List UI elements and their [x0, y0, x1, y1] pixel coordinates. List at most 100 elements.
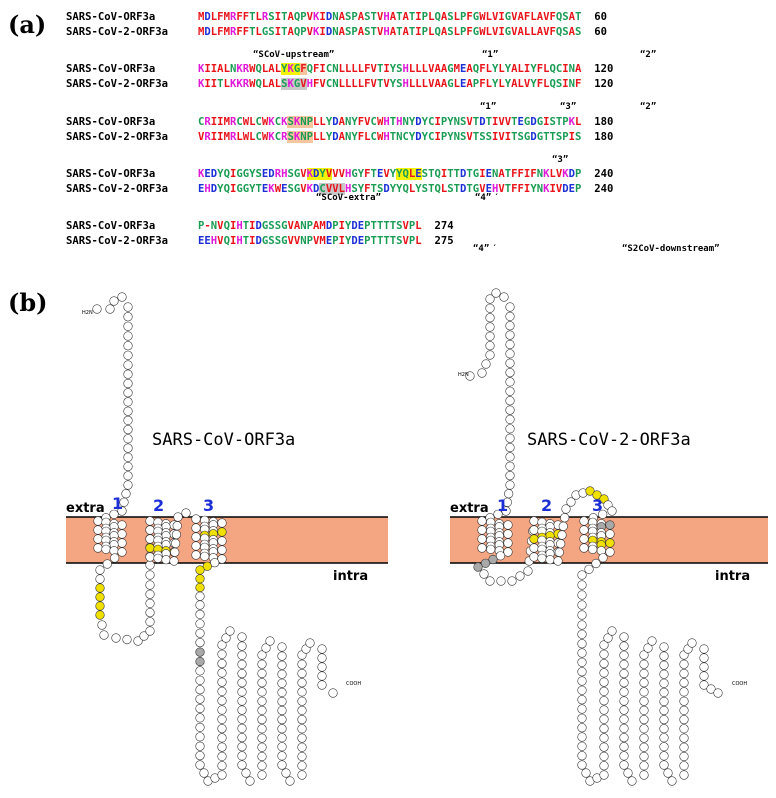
c-terminus-right: COOH [732, 681, 747, 687]
sequence-position: 120 [594, 63, 614, 75]
residue-bead [123, 461, 133, 472]
residue-bead [195, 666, 205, 676]
residue-bead [598, 509, 608, 519]
residue-bead [505, 339, 515, 350]
residue-bead [687, 638, 697, 648]
residue-bead [195, 760, 205, 770]
residue-bead [217, 527, 227, 537]
residue-bead [277, 733, 287, 743]
residue-bead [605, 529, 615, 539]
residue-bead [659, 660, 669, 670]
residue-bead [119, 497, 129, 507]
residue-bead [199, 768, 209, 778]
residue-bead [257, 715, 267, 725]
residue-bead [659, 751, 669, 761]
residue-bead [237, 696, 247, 706]
residue-bead [577, 713, 587, 723]
residue-bead [699, 680, 709, 690]
residue-bead [277, 651, 287, 661]
residue-bead [297, 742, 307, 752]
residue-bead [277, 724, 287, 734]
residue-bead [200, 551, 210, 561]
residue-bead [195, 609, 205, 620]
residue-bead [485, 350, 495, 360]
residue-bead [659, 642, 669, 652]
residue-bead [647, 636, 657, 646]
residue-bead [679, 724, 689, 734]
residue-bead [679, 659, 689, 669]
residue-bead [577, 667, 587, 677]
residue-bead [639, 678, 649, 688]
residue-bead [591, 558, 601, 569]
residue-bead [257, 751, 267, 762]
residue-bead [639, 770, 649, 780]
sequence-name: SARS-CoV-2-ORF3a [66, 131, 169, 143]
annotation-scov-extra: “SCoV-extra” [316, 193, 382, 203]
annotation-scov-upstream: “SCoV-upstream” [253, 50, 335, 60]
residue-bead [195, 741, 205, 751]
residue-bead [592, 490, 602, 500]
residue-bead [195, 628, 205, 638]
residue-bead [285, 776, 295, 786]
residue-bead [95, 610, 105, 620]
residue-bead [679, 668, 689, 679]
residue-bead [619, 650, 629, 660]
residue-bead [699, 662, 709, 672]
residue-bead [505, 321, 515, 331]
residue-bead [145, 580, 155, 590]
residue-bead [237, 678, 247, 688]
residue-bead [257, 733, 267, 743]
residue-bead [659, 669, 669, 679]
intra-label-right: intra [715, 569, 750, 584]
residue-bead [505, 396, 515, 406]
residue-bead [217, 518, 227, 528]
residue-bead [529, 525, 539, 535]
residue-bead [503, 538, 513, 548]
residue-bead [237, 659, 247, 670]
residue-bead [297, 770, 307, 780]
residue-bead [639, 650, 649, 660]
residue-bead [217, 761, 227, 771]
residue-bead [577, 570, 587, 580]
sequence-position: 274 [434, 220, 454, 232]
residue-bead [577, 760, 587, 770]
residue-bead [503, 547, 513, 557]
panel-b-label: (b) [8, 288, 48, 317]
residue-bead [619, 687, 629, 697]
residue-bead [505, 302, 515, 312]
residue-bead [560, 513, 570, 523]
residue-bead [145, 543, 155, 553]
residue-bead [277, 696, 287, 707]
residue-bead [265, 636, 275, 646]
sequence-name: SARS-CoV-2-ORF3a [66, 235, 169, 247]
residue-bead [495, 551, 506, 561]
residue-bead [599, 696, 609, 706]
residue-bead [599, 714, 609, 724]
residue-bead [277, 715, 287, 725]
residue-bead [577, 704, 587, 714]
residue-bead [195, 694, 205, 704]
residue-bead [145, 525, 155, 535]
residue-bead [277, 642, 287, 652]
sequence-position: 180 [594, 131, 614, 143]
membrane-topology-diagram: SARS-CoV-ORF3a SARS-CoV-2-ORF3a extra in… [66, 288, 768, 786]
residue-bead [195, 565, 205, 575]
residue-bead [643, 643, 653, 653]
residue-bead [121, 489, 131, 499]
residue-bead [99, 630, 109, 640]
residue-bead [237, 641, 247, 651]
residue-bead [485, 341, 495, 351]
residue-bead [659, 687, 669, 698]
residue-bead [679, 687, 689, 697]
residue-bead [161, 555, 171, 565]
residue-bead [659, 715, 669, 725]
residue-bead [501, 506, 511, 516]
residue-bead [481, 359, 491, 369]
residue-bead [529, 552, 539, 562]
annotation-motif-4-bottom: “4” [473, 244, 490, 254]
residue-bead [97, 620, 107, 630]
residue-bead [217, 686, 227, 697]
residue-bead [202, 561, 212, 571]
tm-number-3-left: 3 [203, 496, 214, 515]
residue-bead [195, 638, 205, 648]
